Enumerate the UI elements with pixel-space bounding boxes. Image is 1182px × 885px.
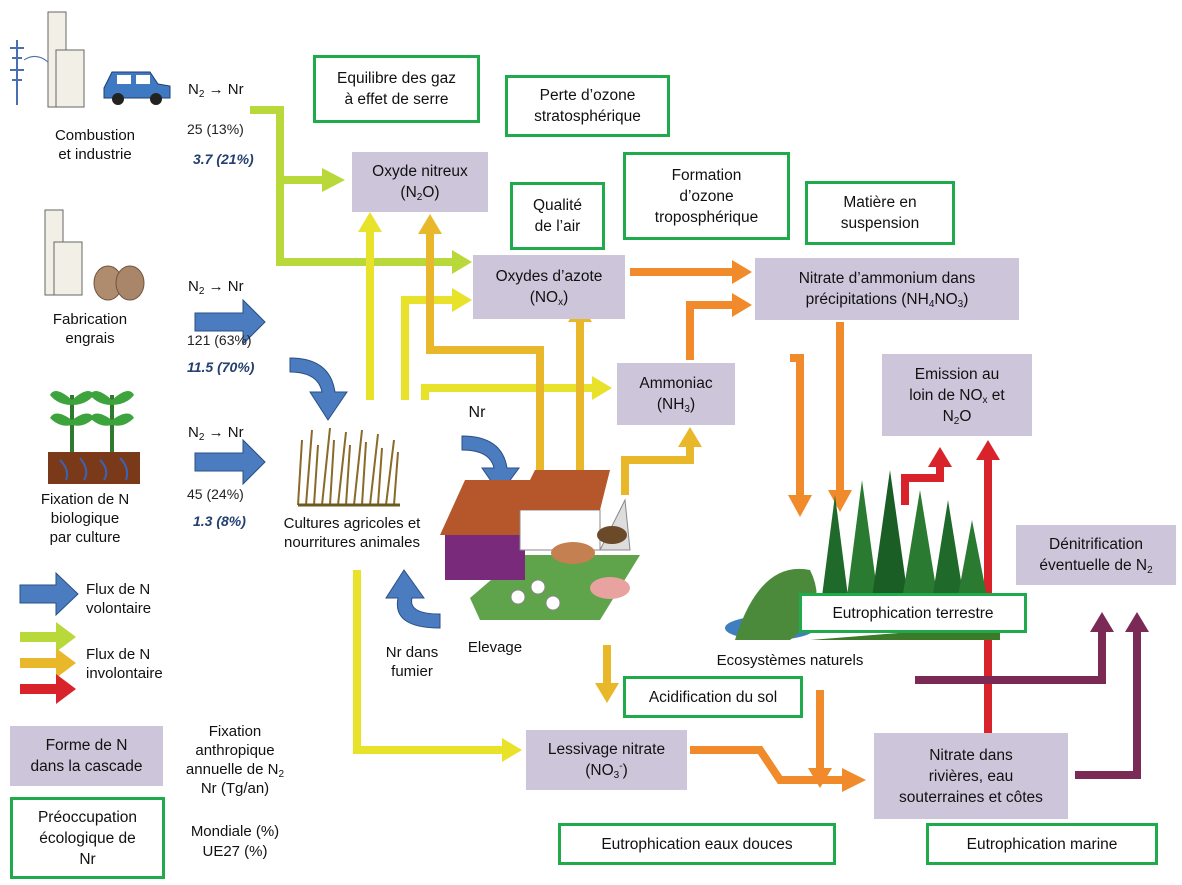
power-plant-icon: [10, 11, 85, 108]
fertilizer-bags-icon: [93, 265, 145, 301]
involuntary-flow-livestock: [426, 232, 694, 685]
red-arrowhead-2: [976, 440, 1000, 460]
yellow-arrowhead-nh3: [592, 376, 612, 400]
legend-voluntary-label: Flux de N volontaire: [86, 581, 152, 617]
red-arrowhead-1: [928, 447, 952, 467]
concern-tropospheric-ozone: Formation d’ozone troposphérique: [623, 152, 790, 240]
gold-arrowhead-n2o: [418, 214, 442, 234]
stat-combustion-world: 25 (13%): [187, 121, 244, 137]
orange-arrowhead-6: [808, 768, 832, 788]
source-fixation-label: Fixation de N biologique par culture: [40, 491, 130, 546]
legend-involuntary-label: Flux de N involontaire: [86, 646, 163, 682]
flow-label-combustion: N2 → Nr: [188, 81, 244, 100]
plant-icon: [48, 391, 140, 484]
legend-voluntary-arrow-icon: [19, 571, 79, 617]
lime-arrowhead-n2o: [322, 168, 345, 192]
flow-label-fertilizer: N2 → Nr: [188, 278, 244, 297]
concern-greenhouse-gas: Equilibre des gaz à effet de serre: [313, 55, 480, 123]
voluntary-flow-arrow-to-crops: [289, 357, 348, 421]
legend-involuntary-arrows-icon: [20, 622, 76, 704]
legend-world-label: Mondiale (%): [190, 823, 280, 840]
stat-fixation-world: 45 (24%): [187, 486, 244, 502]
yellow-arrowhead-nox: [452, 288, 472, 312]
ecosystems-label: Ecosystèmes naturels: [716, 652, 864, 669]
car-icon: [103, 71, 171, 105]
farm-icon: [440, 470, 640, 620]
orange-arrowhead-4: [828, 490, 852, 512]
legend-form-box: Forme de N dans la cascade: [10, 726, 163, 786]
fertilizer-factory-icon: [44, 209, 83, 296]
maroon-arrowhead-1: [1090, 612, 1114, 632]
concern-soil-acidification: Acidification du sol: [623, 676, 803, 718]
yellow-arrowhead-leaching: [502, 738, 522, 762]
lime-arrowhead-nox: [452, 250, 472, 274]
voluntary-flow-arrow-manure: [385, 569, 441, 629]
legend-eu-label: UE27 (%): [202, 843, 268, 860]
box-ammonium-nitrate: Nitrate d’ammonium dans précipitations (…: [755, 258, 1019, 320]
concern-marine-eutrophication: Eutrophication marine: [926, 823, 1158, 865]
stat-fertilizer-world: 121 (63%): [187, 332, 252, 348]
maroon-arrowhead-2: [1125, 612, 1149, 632]
manure-label: Nr dans fumier: [385, 644, 439, 680]
stat-combustion-eu: 3.7 (21%): [193, 151, 254, 167]
involuntary-flow-orange: [630, 268, 845, 784]
forest-ecosystem-icon: [725, 470, 1000, 640]
box-nitrate-leaching: Lessivage nitrate (NO3-): [526, 730, 687, 790]
concern-terrestrial-eutrophication: Eutrophication terrestre: [799, 593, 1027, 633]
box-nitrous-oxide: Oxyde nitreux (N2O): [352, 152, 488, 212]
concern-stratospheric-ozone: Perte d’ozone stratosphérique: [505, 75, 670, 137]
box-nitrate-rivers: Nitrate dans rivières, eau souterraines …: [874, 733, 1068, 819]
yellow-arrowhead-n2o: [358, 212, 382, 232]
nr-livestock-label: Nr: [468, 404, 486, 421]
legend-concern-box: Préoccupation écologique de Nr: [10, 797, 165, 879]
voluntary-flow-arrow-fixation: [194, 438, 266, 486]
orange-arrowhead-2: [732, 293, 752, 317]
gold-arrowhead-soil: [595, 683, 619, 703]
concern-freshwater-eutrophication: Eutrophication eaux douces: [558, 823, 836, 865]
denitrification-flow: [915, 630, 1141, 779]
orange-arrowhead-1: [732, 260, 752, 284]
involuntary-flow-crops: [353, 230, 595, 754]
crops-icon: [297, 427, 400, 507]
orange-arrowhead-3: [788, 495, 812, 517]
source-combustion-label: Combustion et industrie: [54, 127, 136, 163]
box-denitrification: Dénitrification éventuelle de N2: [1016, 525, 1176, 585]
concern-particulate-matter: Matière en suspension: [805, 181, 955, 245]
flow-label-fixation: N2 → Nr: [188, 424, 244, 443]
orange-arrowhead-5: [842, 768, 866, 792]
box-nitrogen-oxides: Oxydes d’azote (NOx): [473, 255, 625, 319]
source-fertilizer-label: Fabrication engrais: [52, 311, 128, 347]
legend-fixation-title: Fixation anthropique annuelle de N2 Nr (…: [185, 723, 285, 797]
box-ammonia: Ammoniac (NH3): [617, 363, 735, 425]
livestock-label: Elevage: [467, 639, 523, 656]
stat-fertilizer-eu: 11.5 (70%): [187, 359, 255, 375]
voluntary-flow-arrow-fertilizer: [194, 298, 266, 346]
concern-air-quality: Qualité de l’air: [510, 182, 605, 250]
gold-arrowhead-nh3: [678, 427, 702, 447]
box-distant-emission: Emission au loin de NOx et N2O: [882, 354, 1032, 436]
stat-fixation-eu: 1.3 (8%): [193, 513, 246, 529]
crops-label: Cultures agricoles et nourritures animal…: [283, 515, 421, 551]
